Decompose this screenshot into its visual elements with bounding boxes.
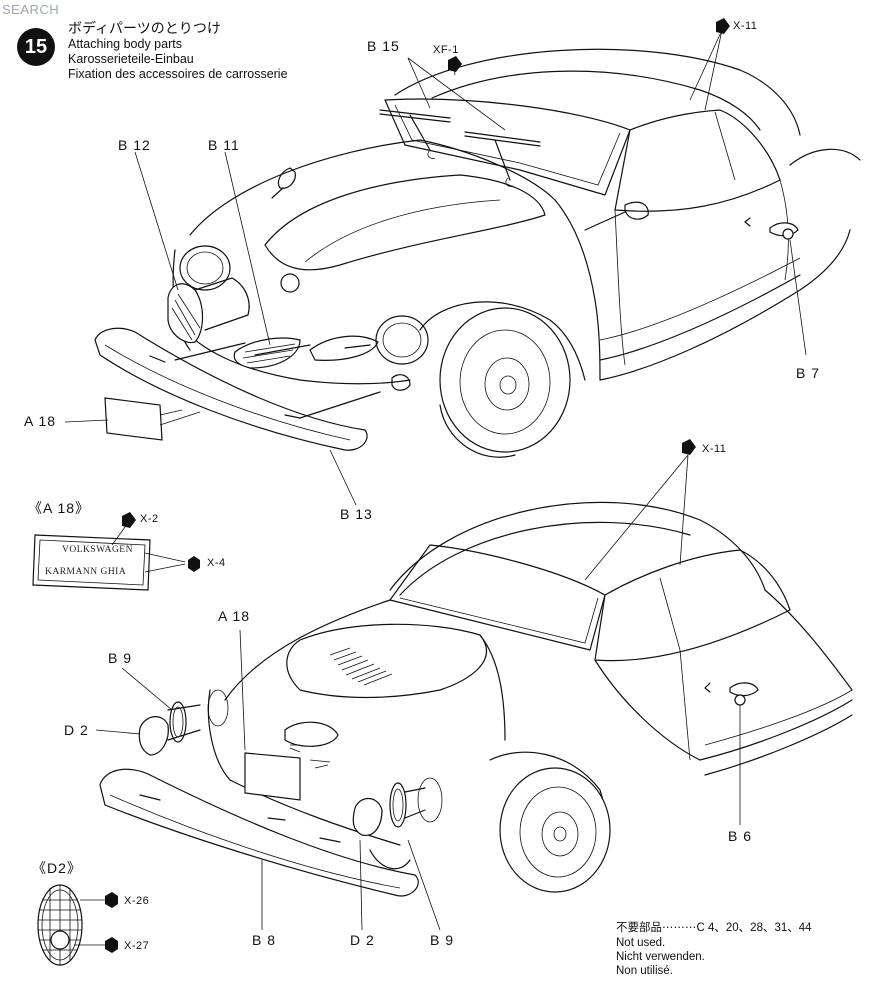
not-used-en: Not used.	[616, 937, 666, 949]
label-a18-front: A 18	[24, 413, 57, 429]
step-title-fr: Fixation des accessoires de carrosserie	[68, 67, 288, 81]
rear-plate	[244, 744, 331, 801]
label-d2-left: D 2	[64, 722, 89, 738]
inset-d2-x26: X-26	[124, 895, 150, 907]
step-badge	[17, 28, 55, 66]
step-number: 15	[24, 36, 48, 58]
inset-a18-x2: X-2	[140, 513, 159, 525]
part-b12	[167, 277, 250, 344]
step-title-en: Attaching body parts	[68, 37, 182, 51]
top-arrows	[174, 342, 381, 419]
right-lamps	[352, 782, 426, 837]
not-used-jp: 不要部品⋯⋯⋯C 4、20、28、31、44	[616, 922, 812, 934]
bottom-car-body	[207, 501, 853, 893]
left-lamps	[138, 701, 201, 756]
label-x11-top: X-11	[733, 20, 758, 32]
label-x11-mid: X-11	[702, 443, 727, 455]
not-used-de: Nicht verwenden.	[616, 951, 705, 963]
step-title-de: Karosserieteile-Einbau	[68, 52, 194, 66]
label-b9-left: B 9	[108, 650, 133, 666]
inset-a18-x4: X-4	[207, 557, 226, 569]
plate-line-2: KARMANN GHIA	[45, 567, 127, 577]
step-title-jp: ボディパーツのとりつけ	[68, 20, 221, 36]
inset-a18-title: 《A 18》	[28, 500, 91, 516]
inset-d2-title: 《D2》	[32, 860, 82, 876]
label-b13: B 13	[340, 506, 373, 522]
label-b15: B 15	[367, 38, 400, 54]
label-b12: B 12	[118, 137, 151, 153]
label-d2-bottom: D 2	[350, 932, 375, 948]
label-b11: B 11	[208, 137, 240, 153]
plate-line-1: VOLKSWAGEN	[62, 545, 133, 555]
inset-d2-lamp	[37, 884, 118, 966]
label-b6: B 6	[728, 828, 753, 844]
inset-d2-x27: X-27	[124, 940, 150, 952]
not-used-fr: Non utilisé.	[616, 965, 673, 977]
watermark: SEARCH	[2, 2, 60, 17]
label-a18-rear: A 18	[218, 608, 251, 624]
label-xf1: XF-1	[433, 44, 459, 56]
front-plate	[104, 397, 201, 441]
label-b8: B 8	[252, 932, 277, 948]
wiper-parts	[379, 109, 541, 187]
label-b7: B 7	[796, 365, 821, 381]
label-b9-bottom: B 9	[430, 932, 455, 948]
top-car-body	[172, 48, 861, 458]
bottom-leaders	[95, 439, 741, 931]
paint-markers-top	[448, 18, 730, 72]
top-leaders	[64, 29, 807, 506]
part-b13-bumper	[94, 327, 368, 451]
inset-a18-plate	[32, 512, 200, 591]
